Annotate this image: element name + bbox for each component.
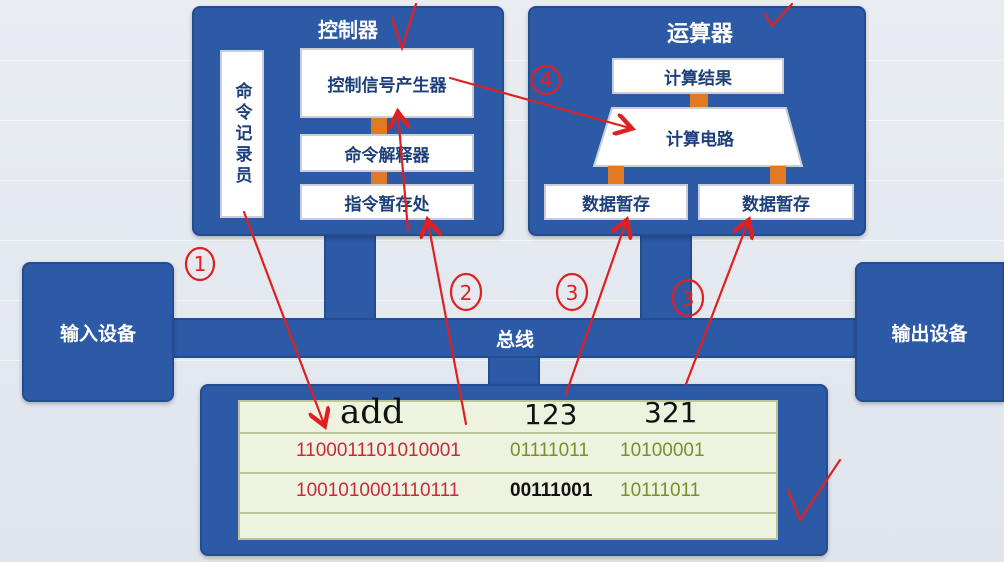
- step-3b: 3: [682, 287, 695, 311]
- alu-data-link-1: [640, 230, 692, 320]
- step-3a: 3: [566, 281, 579, 305]
- output-device: [855, 262, 1004, 402]
- step-2: 2: [460, 281, 473, 305]
- memory-row-1: 1100011101010001 01111011 10100001: [240, 434, 776, 474]
- row1-operand2: 10100001: [620, 440, 705, 461]
- row2-operand1: 00111001: [510, 480, 593, 501]
- step-1: 1: [194, 252, 207, 276]
- instruction-register: 指令暂存处: [300, 184, 474, 220]
- memory-table: 1100011101010001 01111011 10100001 10010…: [238, 400, 778, 540]
- connector-e: [770, 166, 786, 184]
- row2-operand2: 10111011: [620, 480, 701, 501]
- memory-row-2: 1001010001110111 00111001 10111011: [240, 474, 776, 514]
- output-device-label: 输出设备: [891, 322, 968, 345]
- command-decoder: 命令解释器: [300, 134, 474, 172]
- system-bus: [170, 318, 860, 358]
- row1-opcode: 1100011101010001: [296, 440, 461, 461]
- control-signal-generator: 控制信号产生器: [300, 48, 474, 118]
- connector-a: [371, 118, 387, 134]
- annotation-123: 123: [524, 398, 578, 431]
- connector-b: [371, 172, 387, 184]
- input-device: [22, 262, 174, 402]
- row2-opcode: 1001010001110111: [296, 480, 460, 501]
- annotation-321: 321: [644, 396, 698, 429]
- compute-circuit: 计算电路: [666, 129, 734, 150]
- compute-result: 计算结果: [612, 58, 784, 94]
- connector-c: [690, 94, 708, 108]
- step-4: 4: [540, 68, 553, 92]
- alu-title: 运算器: [666, 22, 733, 47]
- controller-title: 控制器: [318, 18, 378, 42]
- annotation-add: add: [340, 392, 404, 432]
- data-register-2: 数据暂存: [698, 184, 854, 220]
- row1-operand1: 01111011: [510, 440, 589, 461]
- bus-label: 总线: [495, 328, 534, 351]
- memory-row-header: [240, 402, 776, 434]
- command-recorder: 命令记录员: [220, 50, 264, 218]
- input-device-label: 输入设备: [59, 322, 136, 345]
- connector-d: [608, 166, 624, 184]
